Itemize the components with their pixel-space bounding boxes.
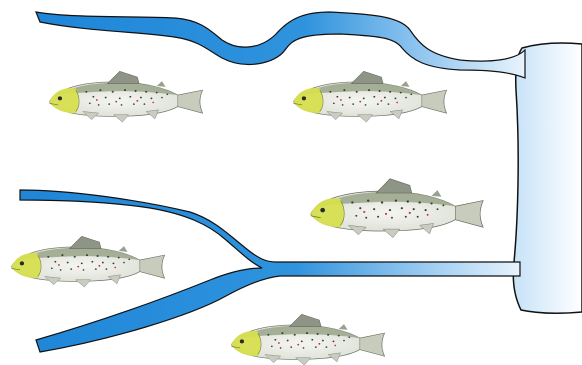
trout-icon bbox=[293, 71, 446, 122]
trout-icon bbox=[11, 236, 164, 287]
lake bbox=[513, 43, 582, 313]
trout-icon bbox=[49, 71, 202, 122]
river-top-branch bbox=[36, 12, 525, 78]
trout-icon bbox=[231, 314, 384, 365]
fish-group bbox=[11, 71, 483, 365]
trout-icon bbox=[311, 179, 483, 238]
river bbox=[20, 12, 582, 352]
